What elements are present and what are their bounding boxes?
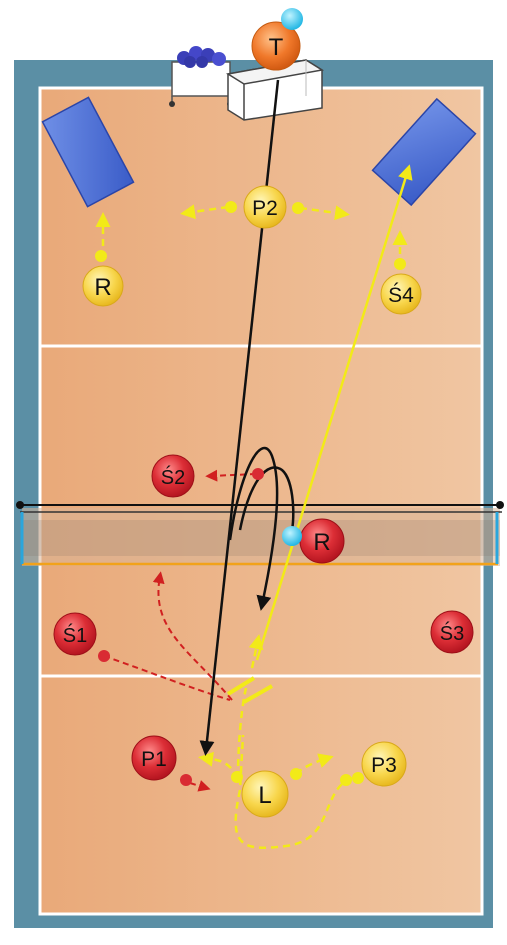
player-label: R (313, 529, 330, 556)
yellow-pass-line (255, 164, 413, 661)
player-label: R (94, 274, 111, 301)
player-yellow-p3: P3 (340, 741, 407, 787)
player-label: P2 (252, 197, 278, 220)
yellow-movement-paths (95, 204, 408, 850)
player-red-r: R (299, 518, 345, 564)
player-red-s3: Ś3 (430, 610, 474, 654)
net (16, 501, 504, 566)
player-red-s1: Ś1 (53, 612, 110, 662)
coach-marker: T (251, 8, 303, 71)
player-yellow-r: R (82, 250, 124, 307)
player-yellow-l: L (231, 768, 302, 818)
player-label: Ś2 (161, 465, 185, 489)
yellow-mark-2 (243, 684, 273, 704)
player-label: L (258, 782, 271, 809)
ball-cart-icon (169, 46, 233, 107)
player-label: P3 (371, 754, 397, 777)
player-red-s2: Ś2 (151, 454, 264, 498)
yellow-mark-1 (226, 676, 256, 696)
target-zone-left (41, 96, 135, 208)
player-label: P1 (141, 748, 167, 771)
ball-icon (282, 526, 302, 546)
coach-platform (225, 59, 325, 121)
player-label: Ś4 (388, 283, 414, 307)
coach-ball-icon (281, 8, 303, 30)
player-red-p1: P1 (131, 735, 192, 786)
player-label: Ś1 (63, 623, 87, 647)
red-movement-paths (103, 469, 257, 792)
coach-label: T (269, 34, 284, 61)
player-yellow-s4: Ś4 (380, 258, 422, 315)
player-yellow-p2: P2 (225, 185, 304, 229)
player-label: Ś3 (440, 621, 464, 645)
